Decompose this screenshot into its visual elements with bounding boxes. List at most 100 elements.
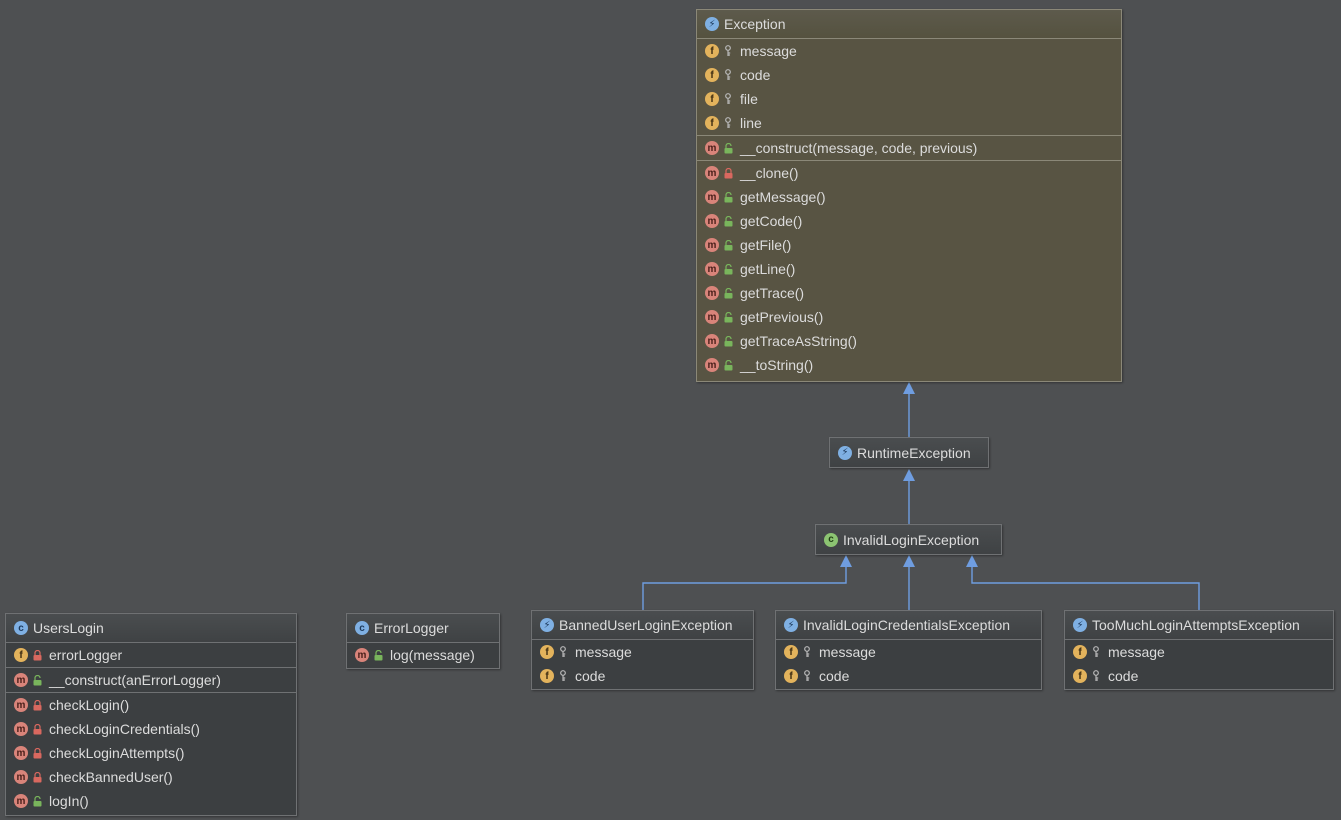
member-label: __construct(anErrorLogger) [49,672,221,688]
field-icon: f [540,645,554,659]
public-lock-icon [373,649,383,661]
method-icon: m [705,286,719,300]
public-lock-icon [32,795,42,807]
class-title: Exception [724,16,786,32]
method-icon: m [14,722,28,736]
member-label: getMessage() [740,189,826,205]
method-row[interactable]: m__clone() [697,161,1121,185]
method-row[interactable]: m getFile() [697,233,1121,257]
method-icon: m [705,334,719,348]
method-row[interactable]: m__toString() [697,353,1121,377]
invalid-login-exception-node[interactable]: c InvalidLoginException [815,524,1002,555]
field-icon: f [705,92,719,106]
field-icon: f [705,116,719,130]
member-label: errorLogger [49,647,123,663]
member-label: __clone() [740,165,799,181]
protected-key-icon [558,670,568,682]
field-icon: f [1073,645,1087,659]
method-row[interactable]: m checkLoginAttempts() [6,741,296,765]
method-row[interactable]: m getCode() [697,209,1121,233]
field-icon: f [705,44,719,58]
method-row[interactable]: m __construct(anErrorLogger) [6,668,296,692]
too-much-login-attempts-exception-node[interactable]: ⚡ TooMuchLoginAttemptsException f message… [1064,610,1334,690]
member-label: getCode() [740,213,803,229]
method-icon: m [14,673,28,687]
member-label: message [575,644,632,660]
class-title: UsersLogin [33,620,104,636]
member-label: getLine() [740,261,796,277]
member-label: code [575,668,606,684]
field-row[interactable]: f message [1065,640,1333,664]
method-icon: m [705,214,719,228]
method-icon: m [705,238,719,252]
edge-attempts-to-invalidlogin [971,565,1200,610]
member-label: logIn() [49,793,89,809]
member-label: line [740,115,762,131]
public-lock-icon [723,191,733,203]
method-icon: m [14,794,28,808]
class-header: c ErrorLogger [347,614,499,643]
method-icon: m [14,698,28,712]
field-icon: f [1073,669,1087,683]
field-row[interactable]: f message [532,640,753,664]
protected-key-icon [802,670,812,682]
class-header: ⚡ TooMuchLoginAttemptsException [1065,611,1333,640]
method-row[interactable]: m logIn() [6,789,296,813]
class-header: c InvalidLoginException [816,525,1001,554]
public-lock-icon [32,674,42,686]
exception-class-icon: ⚡ [705,17,719,31]
member-label: getFile() [740,237,792,253]
class-icon: c [14,621,28,635]
private-lock-icon [723,167,733,179]
edge-arrowhead [840,555,852,567]
member-label: message [1108,644,1165,660]
method-icon: m [14,746,28,760]
method-row[interactable]: m checkLoginCredentials() [6,717,296,741]
class-header: ⚡ RuntimeException [830,438,988,467]
class-header: ⚡ Exception [697,10,1121,39]
edge-arrowhead [966,555,978,567]
edge-arrowhead [903,555,915,567]
method-row[interactable]: m__construct(message, code, previous) [697,136,1121,160]
member-label: code [740,67,771,83]
constructors-section: m __construct(anErrorLogger) [6,668,296,693]
member-label: __toString() [740,357,814,373]
member-label: checkLoginCredentials() [49,721,200,737]
member-label: file [740,91,758,107]
public-lock-icon [723,287,733,299]
member-label: log(message) [390,647,475,663]
member-label: getPrevious() [740,309,824,325]
member-label: checkLoginAttempts() [49,745,185,761]
runtime-exception-node[interactable]: ⚡ RuntimeException [829,437,989,468]
field-row[interactable]: f file [697,87,1121,111]
public-lock-icon [723,335,733,347]
field-row[interactable]: f line [697,111,1121,135]
